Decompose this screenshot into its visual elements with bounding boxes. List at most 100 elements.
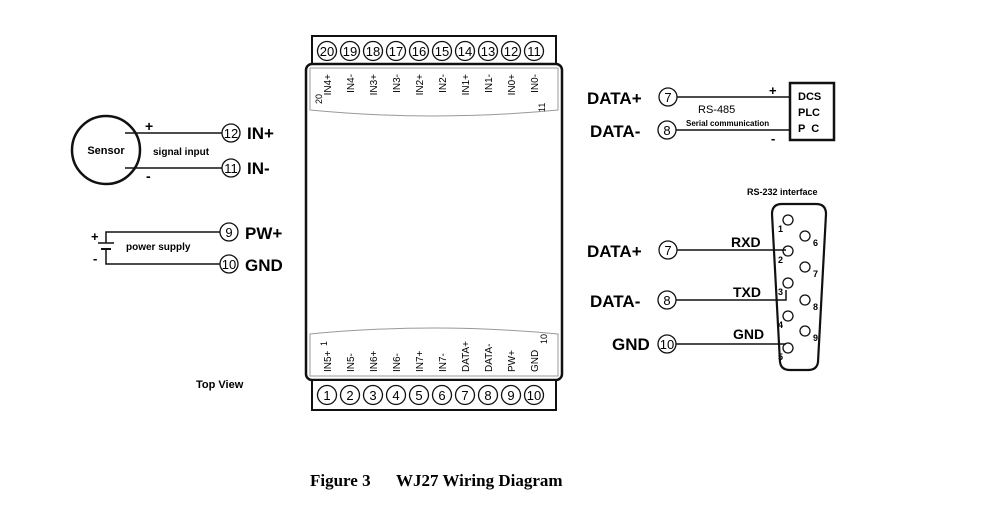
db9-pin-num: 1 — [778, 224, 783, 234]
rs485-terminal-7-num: 7 — [664, 90, 671, 105]
bottom-pin-label: DATA- — [484, 343, 495, 372]
bottom-pin-label: DATA+ — [461, 341, 472, 372]
db9-pin-num: 5 — [778, 352, 783, 362]
bottom-pin-label: GND — [530, 350, 541, 372]
db9-pin-8 — [799, 294, 811, 306]
top-pin-label: IN1- — [484, 74, 495, 93]
terminal-11-num: 11 — [224, 161, 238, 176]
bottom-pin-label: PW+ — [507, 350, 518, 372]
signal-input-label: signal input — [153, 147, 210, 158]
bottom-terminal-num: 6 — [438, 388, 445, 403]
device-line-2: PLC — [798, 107, 820, 119]
top-index-right: 11 — [537, 103, 547, 112]
top-pin-label: IN3+ — [369, 74, 380, 96]
bottom-pin-label: IN7- — [438, 353, 449, 372]
rs232-title: RS-232 interface — [747, 187, 818, 197]
caption-title: WJ27 Wiring Diagram — [396, 471, 563, 490]
top-terminal-16 — [408, 40, 430, 62]
bottom-terminal-3 — [362, 384, 384, 406]
bottom-terminal-4 — [385, 384, 407, 406]
bottom-terminal-10 — [523, 384, 545, 406]
bottom-terminal-num: 9 — [507, 388, 514, 403]
rs485-bus-sublabel: Serial communication — [686, 119, 769, 128]
terminal-9-badge — [219, 222, 239, 242]
db9-pin-num: 8 — [813, 302, 818, 312]
top-pin-label: IN2- — [438, 74, 449, 93]
top-terminal-num: 13 — [481, 44, 495, 59]
in-minus-label: IN- — [247, 159, 270, 178]
power-minus-wire — [105, 249, 220, 265]
db9-pin-num: 4 — [778, 320, 783, 330]
db9-pin-5 — [782, 342, 794, 354]
top-pin-label: IN3- — [392, 74, 403, 93]
caption-figure: Figure 3 — [310, 471, 371, 490]
rs232-terminal-8-num: 8 — [663, 293, 670, 308]
rs485-data-minus-label: DATA- — [590, 122, 640, 141]
power-supply-label: power supply — [126, 242, 191, 253]
bottom-index-left: 1 — [319, 341, 329, 346]
rs485-data-plus-label: DATA+ — [587, 89, 642, 108]
db9-pin-num: 7 — [813, 269, 818, 279]
top-pin-label: IN0+ — [507, 74, 518, 96]
top-terminal-num: 16 — [412, 44, 426, 59]
top-pin-label: IN4- — [346, 74, 357, 93]
top-pin-labels: IN4+ IN4- IN3+ IN3- IN2+ IN2- IN1+ IN1- IN0+ IN0- — [323, 74, 541, 96]
top-terminal-13 — [477, 40, 499, 62]
rs485-bus-label: RS-485 — [698, 104, 735, 116]
sensor-circle — [70, 114, 142, 186]
bottom-terminal-9 — [500, 384, 522, 406]
top-terminal-12 — [500, 40, 522, 62]
top-terminal-num: 17 — [389, 44, 403, 59]
db9-pin-num: 2 — [778, 255, 783, 265]
bottom-pin-label: IN6+ — [369, 350, 380, 372]
power-plus-wire — [105, 231, 220, 243]
sensor-minus-sign: - — [146, 168, 151, 184]
top-terminal-17 — [385, 40, 407, 62]
power-wiring: + - power supply 9 PW+ 10 GND — [91, 222, 283, 275]
bottom-pin-labels: IN5+IN5-IN6+IN6-IN7+IN7-DATA+DATA-PW+GND — [323, 341, 541, 372]
db9-pin-num: 9 — [813, 333, 818, 343]
db9-pin-num: 3 — [778, 287, 783, 297]
rs232-data-plus-label: DATA+ — [587, 242, 642, 261]
top-pin-label: IN0- — [530, 74, 541, 93]
bottom-terminal-num: 8 — [484, 388, 491, 403]
bottom-pin-label: IN5+ — [323, 350, 334, 372]
bottom-terminal-num: 2 — [346, 388, 353, 403]
terminal-11-badge — [221, 158, 241, 178]
rs232-gnd-label: GND — [612, 335, 650, 354]
bottom-terminal-num: 1 — [323, 388, 330, 403]
top-terminal-18 — [362, 40, 384, 62]
top-pin-label: IN2+ — [415, 74, 426, 96]
bottom-terminal-7 — [454, 384, 476, 406]
top-pin-label: IN1+ — [461, 74, 472, 96]
bottom-terminal-5 — [408, 384, 430, 406]
gnd-wire-label: GND — [733, 326, 764, 342]
rs232-terminal-7-num: 7 — [664, 243, 671, 258]
rs232-terminal-10-num: 10 — [660, 337, 674, 352]
bottom-terminal-num: 7 — [461, 388, 468, 403]
terminal-9-num: 9 — [225, 225, 232, 240]
db9-pin-num: 6 — [813, 238, 818, 248]
gnd-label: GND — [245, 256, 283, 275]
top-terminal-num: 14 — [458, 44, 472, 59]
top-pin-label: IN4+ — [323, 74, 334, 96]
bottom-terminal-num: 4 — [392, 388, 399, 403]
top-index-left: 20 — [314, 94, 324, 104]
top-terminal-num: 11 — [527, 44, 541, 59]
top-terminal-num: 15 — [435, 44, 449, 59]
in-plus-label: IN+ — [247, 124, 274, 143]
db9-pins: 1 2 3 4 5 6 7 8 9 — [778, 214, 818, 362]
db9-pin-1 — [782, 214, 794, 226]
power-plus-sign: + — [91, 229, 99, 244]
top-terminal-num: 19 — [343, 44, 357, 59]
bottom-pin-label: IN5- — [346, 353, 357, 372]
bottom-pin-label: IN7+ — [415, 350, 426, 372]
sensor-wiring: Sensor + - signal input 12 IN+ 11 IN- — [70, 114, 274, 186]
device-line-3: P C — [798, 123, 819, 135]
db9-pin-3 — [782, 277, 794, 289]
bottom-terminal-num: 10 — [527, 388, 541, 403]
